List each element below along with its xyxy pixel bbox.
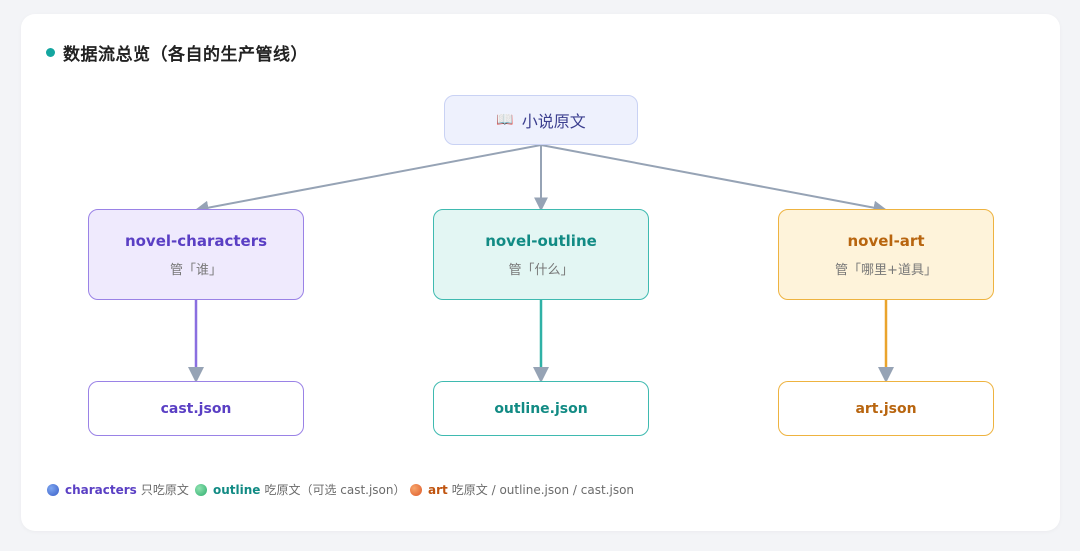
skill-node-art: novel-art 管「哪里+道具」 — [778, 209, 994, 300]
skill-name: novel-characters — [124, 231, 268, 250]
skill-node-outline: novel-outline 管「什么」 — [433, 209, 649, 300]
legend-key: characters — [65, 482, 137, 497]
skill-name: novel-outline — [485, 231, 597, 250]
legend-ball-icon — [47, 483, 59, 496]
output-file: art.json — [855, 400, 917, 417]
page-title: 数据流总览（各自的生产管线） — [63, 45, 308, 65]
output-node-cast: cast.json — [88, 381, 304, 436]
arrow-source-to-art — [540, 144, 888, 215]
legend-ball-icon — [410, 483, 422, 496]
arrowhead-outline-json — [533, 367, 549, 383]
skill-name: novel-art — [847, 231, 925, 250]
source-label: 小说原文 — [521, 112, 586, 131]
skill-desc: 管「谁」 — [169, 262, 222, 278]
title-bullet-icon — [46, 48, 55, 57]
arrowhead-art-json — [878, 367, 894, 383]
skill-desc: 管「什么」 — [508, 262, 574, 278]
legend-key: outline — [213, 482, 261, 497]
legend-text: 吃原文（可选 cast.json） — [264, 483, 406, 497]
title-row: 数据流总览（各自的生产管线） — [46, 40, 308, 65]
output-file: cast.json — [160, 400, 232, 417]
legend-key: art — [428, 482, 448, 497]
output-file: outline.json — [494, 400, 588, 417]
skill-node-characters: novel-characters 管「谁」 — [88, 209, 304, 300]
output-node-art: art.json — [778, 381, 994, 436]
legend-item-characters: characters 只吃原文 — [47, 481, 189, 498]
legend-item-art: art 吃原文 / outline.json / cast.json — [410, 481, 634, 498]
legend-text: 只吃原文 — [140, 483, 189, 497]
open-book-icon: 📖 — [496, 112, 514, 128]
skill-desc: 管「哪里+道具」 — [835, 262, 937, 278]
arrowhead-cast — [188, 367, 204, 383]
legend-text: 吃原文 / outline.json / cast.json — [451, 483, 635, 497]
output-node-outline: outline.json — [433, 381, 649, 436]
arrow-source-to-characters — [194, 144, 542, 215]
legend-item-outline: outline 吃原文（可选 cast.json） — [195, 481, 406, 498]
source-node: 📖 小说原文 — [444, 95, 638, 145]
legend-ball-icon — [195, 483, 207, 496]
